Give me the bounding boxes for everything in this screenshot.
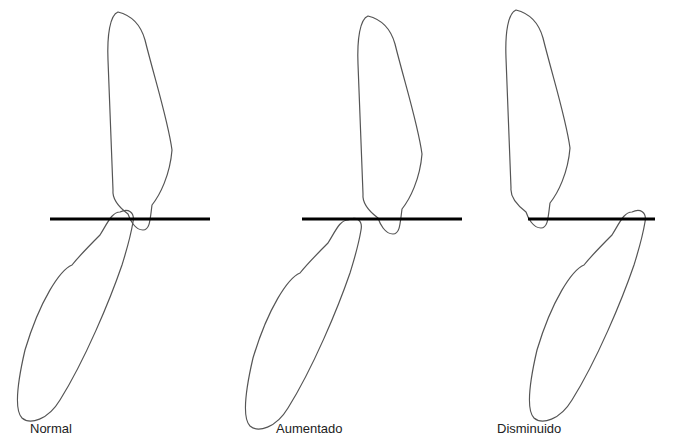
condition-label: Normal [30,421,72,437]
condition-label: Disminuido [497,421,561,437]
occlusal-lines [50,218,655,221]
condition-label: Aumentado [276,421,343,437]
